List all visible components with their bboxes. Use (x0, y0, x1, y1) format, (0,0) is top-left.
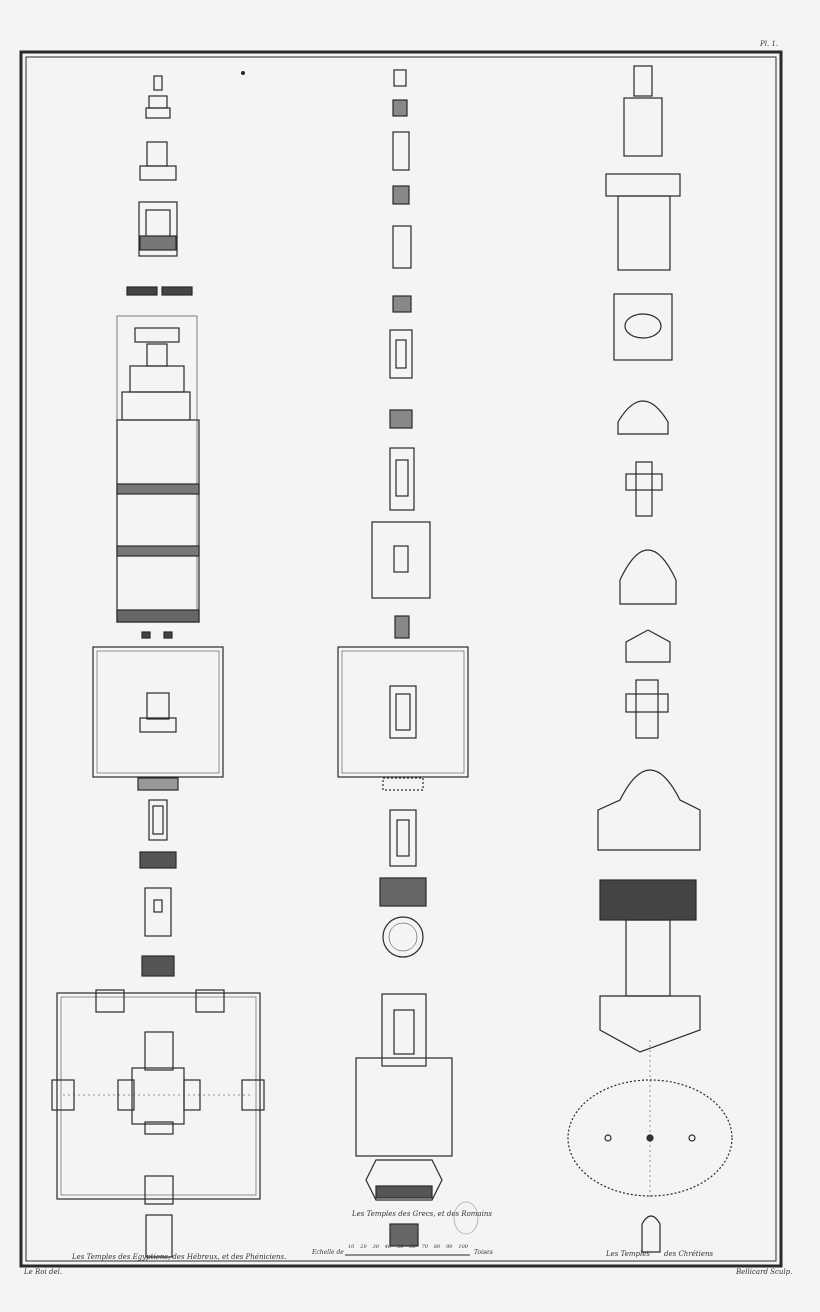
plate-number: Pl. 1. (760, 40, 779, 48)
outer-frame (19, 50, 783, 1268)
caption-greek-roman-temples: Les Temples des Grecs, et des Romains (352, 1210, 492, 1218)
engraver-signature: Bellicard Sculp. (736, 1268, 793, 1276)
scale-tick: 70 (421, 1244, 428, 1250)
scale-tick: 10 (348, 1244, 355, 1250)
draughtsman-signature: Le Roi del. (24, 1268, 63, 1276)
christian-temples-column (567, 65, 733, 1253)
egyptian-temples-column (51, 75, 265, 1258)
scale-tick: 60 (409, 1244, 416, 1250)
scale-label: Echelle de (312, 1249, 344, 1256)
caption-egyptian-temples: Les Temples des Egyptiens, des Hébreux, … (72, 1253, 287, 1261)
inner-frame (25, 56, 777, 1262)
scale-tick: 40 (384, 1244, 392, 1250)
library-stamp (453, 1201, 479, 1235)
scale-tick: 90 (446, 1244, 453, 1250)
greek-roman-temples-column (337, 69, 479, 1247)
caption-christian-temples-right: des Chrétiens (664, 1250, 714, 1258)
scale-tick: 30 (372, 1244, 379, 1250)
scale-unit: Toises (474, 1249, 493, 1256)
scale-ticks: 10 20 30 40 50 60 70 80 90 100 (348, 1244, 468, 1250)
scale-tick: 20 (360, 1244, 367, 1250)
scale-tick: 80 (433, 1244, 441, 1250)
scale-tick: 50 (397, 1244, 404, 1250)
caption-christian-temples-left: Les Temples (606, 1250, 650, 1258)
scale-tick: 100 (458, 1244, 468, 1250)
